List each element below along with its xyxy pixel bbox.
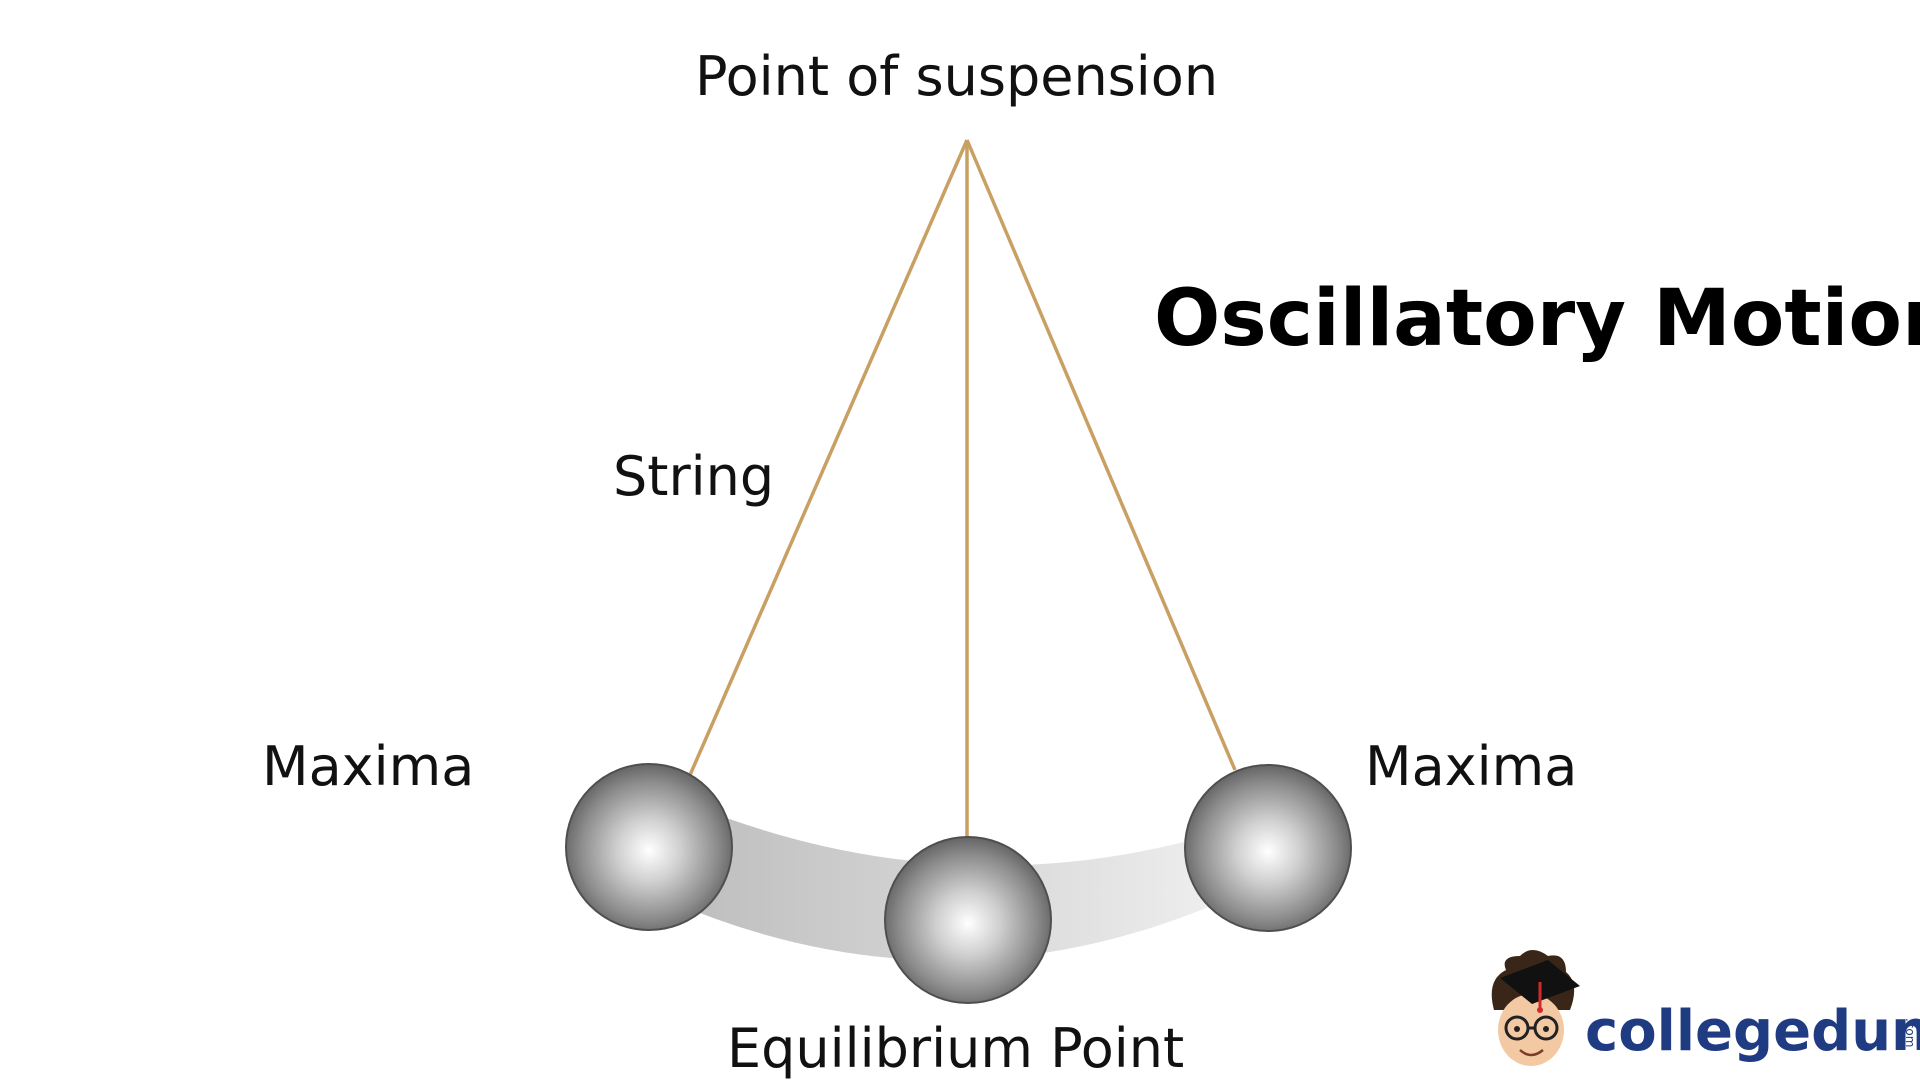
bob-right [1184,764,1352,932]
maxima-right-label: Maxima [1365,735,1578,798]
diagram-title: Oscillatory Motion [1154,274,1920,364]
string-right [965,139,1237,771]
suspension-label: Point of suspension [695,45,1219,108]
collegedunia-com-suffix: .com [1903,1018,1917,1048]
collegedunia-wordmark: collegedunia [1585,999,1920,1064]
equilibrium-label: Equilibrium Point [727,1017,1185,1080]
bob-center [884,836,1052,1004]
maxima-left-label: Maxima [262,735,475,798]
collegedunia-logo-mascot [1491,950,1580,1066]
bob-left [565,763,733,931]
string-left [688,139,969,776]
string-label: String [613,445,775,508]
